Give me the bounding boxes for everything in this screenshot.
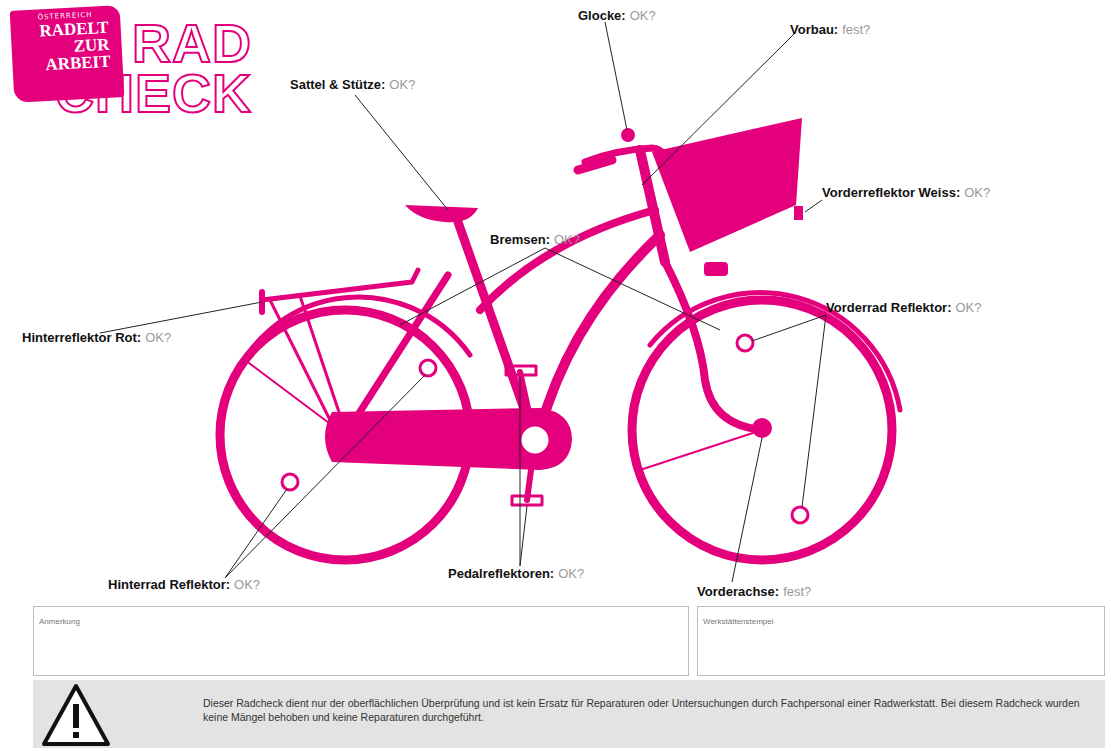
check-status: OK? bbox=[558, 566, 584, 581]
front-hub bbox=[752, 418, 772, 438]
leader-line bbox=[355, 95, 448, 210]
leader-line bbox=[225, 375, 425, 578]
part-name: Glocke: bbox=[578, 8, 626, 23]
front-lamp bbox=[704, 262, 728, 276]
part-name: Vorderreflektor Weiss: bbox=[822, 185, 960, 200]
front-wheel bbox=[632, 300, 892, 560]
basket bbox=[652, 118, 802, 252]
callout-label: Glocke: OK? bbox=[578, 8, 656, 23]
check-status: OK? bbox=[234, 577, 260, 592]
leader-line bbox=[100, 302, 262, 333]
leader-line bbox=[732, 438, 762, 582]
bell bbox=[621, 128, 635, 142]
node-text: Dieser Radcheck dient nur der oberflächl… bbox=[203, 696, 1095, 724]
leader-line bbox=[520, 378, 527, 566]
rack-strut bbox=[270, 296, 345, 430]
node-text: Anmerkung bbox=[39, 617, 80, 626]
callout-label: Vorbau: fest? bbox=[790, 22, 870, 37]
leader-line bbox=[752, 315, 826, 507]
part-name: Vorbau: bbox=[790, 22, 838, 37]
node-text: RADELT ZUR ARBEIT bbox=[22, 19, 111, 74]
rear-rack bbox=[262, 270, 418, 300]
callout-label: Vorderachse: fest? bbox=[697, 584, 811, 599]
front-reflector bbox=[794, 206, 803, 220]
down-tube bbox=[540, 235, 660, 430]
check-status: OK? bbox=[145, 330, 171, 345]
wheel-reflector bbox=[737, 335, 753, 351]
part-name: Pedalreflektoren: bbox=[448, 566, 554, 581]
seat-tube bbox=[458, 222, 535, 440]
logo-badge: ÖSTERREICHRADELT ZUR ARBEIT bbox=[10, 5, 125, 103]
part-name: Hinterreflektor Rot: bbox=[22, 330, 141, 345]
callout-label: Sattel & Stütze: OK? bbox=[290, 77, 415, 92]
saddle bbox=[405, 205, 478, 222]
node-text: Werkstättenstempel bbox=[703, 617, 774, 626]
callout-label: Hinterreflektor Rot: OK? bbox=[22, 330, 171, 345]
warning-mark bbox=[73, 732, 79, 738]
leader-line bbox=[805, 200, 822, 212]
check-status: OK? bbox=[964, 185, 990, 200]
leader-line bbox=[400, 248, 720, 330]
grip bbox=[578, 160, 612, 170]
note-box: Anmerkung bbox=[33, 606, 689, 676]
check-status: OK? bbox=[554, 232, 580, 247]
fork bbox=[665, 262, 762, 430]
check-status: OK? bbox=[389, 77, 415, 92]
check-status: fest? bbox=[842, 22, 870, 37]
check-status: OK? bbox=[955, 300, 981, 315]
callout-label: Vorderreflektor Weiss: OK? bbox=[822, 185, 990, 200]
crank bbox=[520, 425, 550, 455]
part-name: Sattel & Stütze: bbox=[290, 77, 385, 92]
warning-mark bbox=[73, 704, 79, 728]
stamp-box: Werkstättenstempel bbox=[697, 606, 1105, 676]
part-name: Bremsen: bbox=[490, 232, 550, 247]
leader-line bbox=[605, 22, 627, 130]
callout-label: Hinterrad Reflektor: OK? bbox=[108, 577, 260, 592]
pedal bbox=[512, 496, 542, 505]
warning-symbol bbox=[40, 682, 112, 748]
part-name: Hinterrad Reflektor: bbox=[108, 577, 230, 592]
wheel-reflector bbox=[282, 474, 298, 490]
callout-label: Bremsen: OK? bbox=[490, 232, 580, 247]
callout-label: Vorderrad Reflektor: OK? bbox=[826, 300, 981, 315]
top-tube bbox=[480, 210, 655, 310]
part-name: Vorderrad Reflektor: bbox=[826, 300, 951, 315]
warning-band: Dieser Radcheck dient nur der oberflächl… bbox=[33, 680, 1105, 748]
callout-label: Pedalreflektoren: OK? bbox=[448, 566, 584, 581]
check-status: OK? bbox=[630, 8, 656, 23]
wheel-reflector bbox=[420, 360, 436, 376]
part-name: Vorderachse: bbox=[697, 584, 779, 599]
wheel-reflector bbox=[792, 507, 808, 523]
check-status: fest? bbox=[783, 584, 811, 599]
leader-line bbox=[642, 33, 795, 185]
spoke bbox=[640, 430, 762, 470]
pedal bbox=[506, 366, 536, 375]
